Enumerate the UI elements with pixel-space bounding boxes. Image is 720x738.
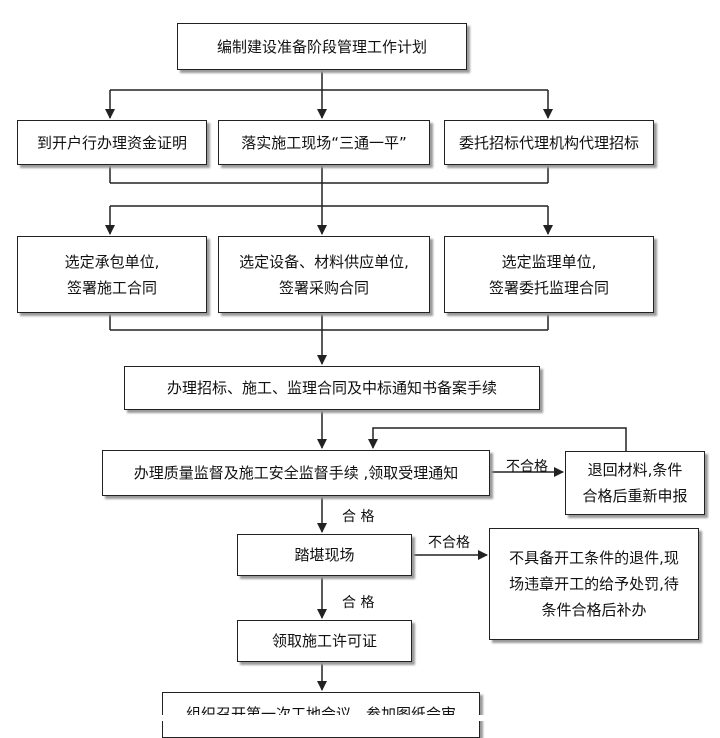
plan-box: 编制建设准备阶段管理工作计划: [177, 23, 467, 70]
permit-text: 领取施工许可证: [271, 632, 377, 650]
not-ready-line-2: 场违章开工的给予处罚,待: [509, 575, 679, 593]
supervisor-line-2: 签署委托监理合同: [488, 278, 609, 297]
plan-text: 编制建设准备阶段管理工作计划: [216, 37, 427, 56]
pass-label-2: 合 格: [342, 595, 375, 611]
supplier-line-1: 选定设备、材料供应单位,: [239, 252, 409, 271]
supervision-box: 办理质量监督及施工安全监督手续 ,领取受理通知: [102, 450, 490, 496]
site-prep-box: 落实施工现场“三通一平”: [218, 120, 430, 165]
supplier-box: 选定设备、材料供应单位, 签署采购合同: [218, 236, 430, 313]
contractor-box: 选定承包单位, 签署施工合同: [17, 236, 207, 313]
funds-box: 到开户行办理资金证明: [17, 120, 207, 165]
not-ready-line-3: 条件合格后补办: [541, 601, 647, 619]
bottom-crop-edge: [0, 715, 720, 721]
connectors: [105, 70, 627, 691]
site-survey-box: 踏堪现场: [237, 534, 412, 576]
supervision-text: 办理质量监督及施工安全监督手续 ,领取受理通知: [133, 464, 459, 482]
funds-text: 到开户行办理资金证明: [36, 133, 187, 152]
filing-text: 办理招标、施工、监理合同及中标通知书备案手续: [166, 379, 497, 397]
agency-text: 委托招标代理机构代理招标: [458, 133, 639, 152]
arrow-return-loop: [368, 427, 627, 451]
not-ready-box: 不具备开工条件的退件,现 场违章开工的给予处罚,待 条件合格后补办: [489, 528, 699, 640]
contractor-line-1: 选定承包单位,: [64, 252, 160, 271]
supervisor-line-1: 选定监理单位,: [501, 252, 597, 271]
return-materials-box: 退回材料,条件 合格后重新申报: [565, 451, 705, 515]
filing-box: 办理招标、施工、监理合同及中标通知书备案手续: [124, 366, 540, 410]
meeting-text: 组织召开第一次工地会议、参加图纸会审: [185, 705, 456, 723]
agency-box: 委托招标代理机构代理招标: [444, 120, 654, 165]
supervisor-box: 选定监理单位, 签署委托监理合同: [444, 236, 654, 313]
fail-label-1: 不合格: [506, 459, 548, 475]
site-prep-text: 落实施工现场“三通一平”: [241, 133, 407, 152]
not-ready-line-1: 不具备开工条件的退件,现: [509, 549, 679, 567]
site-survey-text: 踏堪现场: [294, 546, 355, 564]
contractor-line-2: 签署施工合同: [66, 278, 157, 297]
return-line-2: 合格后重新申报: [582, 487, 688, 505]
permit-box: 领取施工许可证: [237, 620, 412, 662]
flowchart: 编制建设准备阶段管理工作计划 到开户行办理资金证明 落实施工现场“三通一平” 委…: [0, 23, 720, 738]
fail-label-2: 不合格: [428, 535, 470, 551]
pass-label-1: 合 格: [342, 509, 375, 525]
return-line-1: 退回材料,条件: [587, 461, 683, 479]
supplier-line-2: 签署采购合同: [278, 278, 369, 297]
